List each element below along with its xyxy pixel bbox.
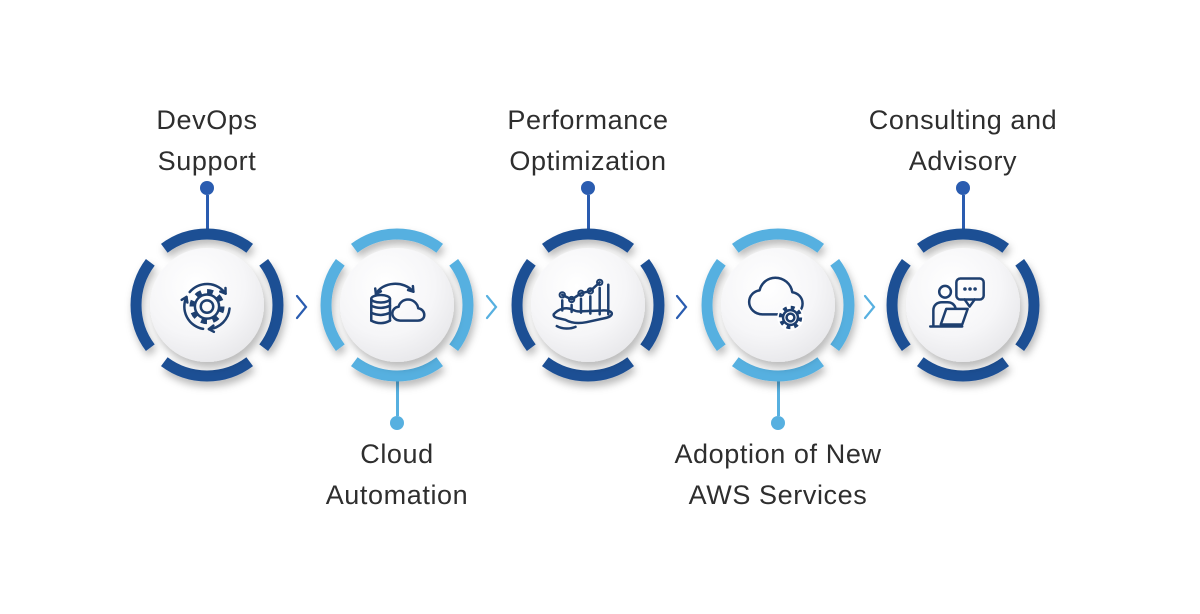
gear-sync-icon: [180, 282, 231, 334]
chevron-separator: [675, 293, 689, 321]
circle-ring: [886, 228, 1040, 382]
circle-disc: [340, 248, 454, 362]
step-label-line2: Support: [157, 146, 257, 176]
chevron-right-icon: [485, 294, 498, 320]
circle-ring: [701, 228, 855, 382]
step-label-line2: Automation: [325, 480, 469, 510]
connector-dot: [581, 181, 595, 195]
step-circle: [511, 228, 665, 382]
connector-dot: [956, 181, 970, 195]
step-label: Cloud Automation: [247, 434, 547, 516]
step-label-line1: DevOps: [156, 105, 258, 135]
connector-line: [395, 380, 399, 416]
connector-line: [776, 380, 780, 416]
step-label: DevOps Support: [57, 100, 357, 182]
step-label: Adoption of New AWS Services: [628, 434, 928, 516]
step-circle: [701, 228, 855, 382]
circle-disc: [150, 248, 264, 362]
step-label-line1: Performance: [507, 105, 669, 135]
step-circle: [886, 228, 1040, 382]
step-label: Consulting and Advisory: [813, 100, 1113, 182]
chevron-separator: [485, 293, 499, 321]
chevron-right-icon: [295, 294, 308, 320]
step-label-line1: Adoption of New: [674, 439, 882, 469]
connector-line: [205, 195, 209, 230]
step-label-line1: Cloud: [360, 439, 434, 469]
circle-disc: [531, 248, 645, 362]
connector-dot: [200, 181, 214, 195]
circle-disc: [906, 248, 1020, 362]
person-chat-icon: [928, 277, 985, 328]
step-circle: [320, 228, 474, 382]
circle-ring: [320, 228, 474, 382]
chevron-separator: [863, 293, 877, 321]
connector-line: [961, 195, 965, 230]
step-circle: [130, 228, 284, 382]
step-label-line2: Optimization: [509, 146, 667, 176]
circle-disc: [721, 248, 835, 362]
step-label: Performance Optimization: [438, 100, 738, 182]
connector-dot: [390, 416, 404, 430]
chevron-right-icon: [675, 294, 688, 320]
chevron-right-icon: [863, 294, 876, 320]
database-cloud-icon: [370, 282, 426, 325]
circle-ring: [511, 228, 665, 382]
connector-dot: [771, 416, 785, 430]
step-label-line2: Advisory: [908, 146, 1018, 176]
circle-ring: [130, 228, 284, 382]
cloud-gear-icon: [747, 276, 804, 331]
connector-line: [586, 195, 590, 230]
chevron-separator: [295, 293, 309, 321]
hand-chart-icon: [552, 278, 614, 330]
step-label-line1: Consulting and: [868, 105, 1058, 135]
step-label-line2: AWS Services: [688, 480, 868, 510]
